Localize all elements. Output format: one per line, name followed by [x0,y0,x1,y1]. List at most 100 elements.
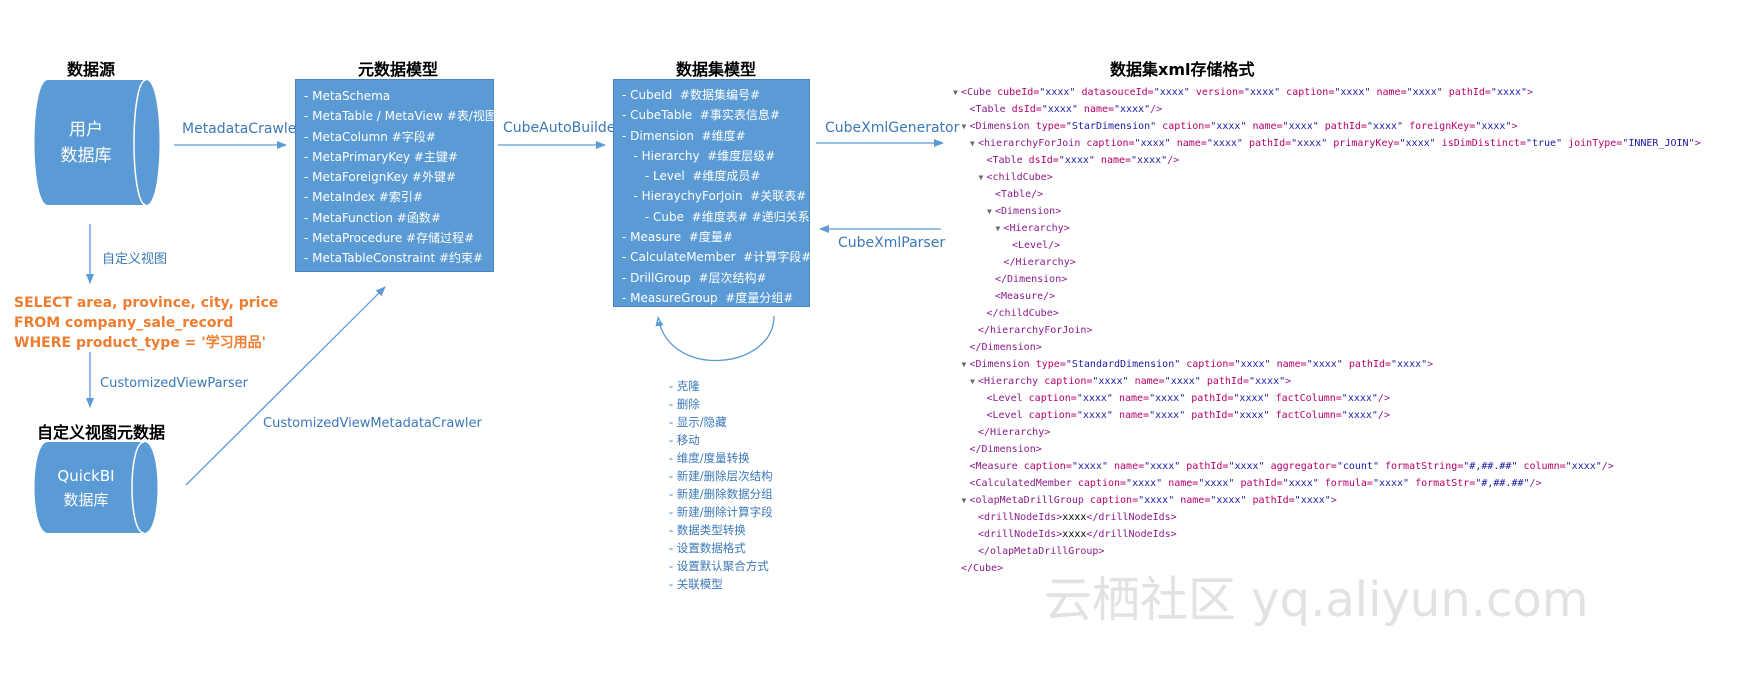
xml-token: <Dimension> [995,206,1062,217]
xml-token: version= [1195,87,1245,98]
meta-model-item: - MetaSchema [304,89,391,103]
xml-token: /> [1601,461,1614,472]
xml-token: caption= [1023,461,1072,472]
xml-token: pathId= [1191,393,1234,404]
xml-token: caption= [1086,138,1135,149]
xml-line: ▼<olapMetaDrillGroup caption="xxxx" name… [953,492,1733,509]
xml-token: name= [1176,138,1207,149]
xml-token: xxxx [1062,529,1087,540]
xml-token: /> [1377,410,1390,421]
expand-triangle-icon[interactable]: ▼ [978,173,984,182]
xml-token: type= [1035,121,1066,132]
xml-code-block: ▼<Cube cubeId="xxxx" datasouceId="xxxx" … [953,84,1733,577]
sql-line-1: SELECT area, province, city, price [14,295,279,311]
xml-line: ▼<Cube cubeId="xxxx" datasouceId="xxxx" … [953,84,1733,101]
xml-token: </Dimension> [995,274,1068,285]
xml-token: "true" [1525,138,1569,149]
xml-line: </Hierarchy> [953,424,1733,441]
xml-token: joinType= [1568,138,1623,149]
xml-token: > [1511,121,1518,132]
xml-token: <olapMetaDrillGroup [969,495,1090,506]
xml-token: column= [1523,461,1566,472]
xml-token: "xxxx" [1210,495,1253,506]
metadata-crawler-label: MetadataCrawler [182,121,303,137]
dataset-model-item: - CubeTable #事实表信息# [622,108,780,123]
xml-token: <Measure/> [995,291,1056,302]
xml-line: <Measure/> [953,288,1733,305]
xml-token: formatStr= [1415,478,1476,489]
cube-auto-builder-label: CubeAutoBuilder [503,120,622,136]
xml-token: "xxxx" [1126,478,1169,489]
xml-token: "xxxx" [1131,155,1168,166]
watermark-text: 云栖社区 yq.aliyun.com [1044,572,1589,628]
user-database-line-1: 用户 [69,120,103,140]
xml-token: name= [1114,461,1145,472]
xml-token: </hierarchyForJoin> [978,325,1093,336]
xml-token: name= [1118,393,1150,404]
xml-token: "xxxx" [1233,410,1276,421]
xml-line: <drillNodeIds>xxxx</drillNodeIds> [953,509,1733,526]
cube-xml-parser-label: CubeXmlParser [838,235,946,251]
user-database-shape [34,79,160,206]
xml-token: "xxxx" [1228,461,1271,472]
meta-model-heading: 元数据模型 [358,60,439,79]
meta-model-item: - MetaProcedure #存储过程# [304,231,475,246]
xml-line: <Measure caption="xxxx" name="xxxx" path… [953,458,1733,475]
xml-token: pathId= [1448,87,1491,98]
meta-model-item: - MetaIndex #索引# [304,190,423,205]
xml-token: caption= [1186,359,1235,370]
xml-token: "xxxx" [1366,121,1410,132]
xml-token: "xxxx" [1291,138,1334,149]
meta-model-list: - MetaSchema - MetaTable / MetaView #表/视… [296,80,507,289]
xml-token: "xxxx" [1294,495,1331,506]
xml-token: pathId= [1252,495,1295,506]
xml-token: <Cube [961,87,998,98]
expand-triangle-icon[interactable]: ▼ [961,496,967,505]
expand-triangle-icon[interactable]: ▼ [961,122,967,131]
dataset-model-item: - Level #维度成员# [622,169,761,184]
xml-token: </Cube> [961,563,1004,574]
meta-model-item: - MetaTable / MetaView #表/视图# [304,109,507,124]
xml-token: pathId= [1206,376,1249,387]
xml-token: name= [1134,376,1165,387]
expand-triangle-icon[interactable]: ▼ [953,88,958,97]
xml-token: <Hierarchy [978,376,1045,387]
xml-token: "xxxx" [1210,121,1253,132]
xml-line: </hierarchyForJoin> [953,322,1733,339]
xml-token: "xxxx" [1039,87,1082,98]
xml-token: "#,##.##" [1463,461,1524,472]
custom-view-label: 自定义视图 [102,252,168,267]
xml-token: "xxxx" [1490,87,1528,98]
xml-token: name= [1180,495,1211,506]
sql-line-2: FROM company_sale_record [14,315,234,331]
dataset-model-item: - ........... [622,311,673,326]
quickbi-database-line-2: 数据库 [63,491,109,509]
operation-item: - 新建/删除层次结构 [669,469,773,483]
xml-token: "xxxx" [1334,87,1377,98]
xml-token: "xxxx" [1233,393,1276,404]
expand-triangle-icon[interactable]: ▼ [995,224,1001,233]
expand-triangle-icon[interactable]: ▼ [970,377,975,386]
xml-token: > [1694,138,1701,149]
xml-token: caption= [1286,87,1335,98]
expand-triangle-icon[interactable]: ▼ [961,360,967,369]
xml-token: "xxxx" [1282,478,1325,489]
dataset-model-item: - Measure #度量# [622,230,733,245]
xml-token: <drillNodeIds> [978,512,1063,523]
expand-triangle-icon[interactable]: ▼ [987,207,992,216]
xml-token: dsId= [1028,155,1059,166]
xml-token: caption= [1028,393,1077,404]
meta-model-item: - MetaColumn #字段# [304,129,436,144]
meta-model-item: - MetaForeignKey #外键# [304,170,457,185]
xml-token: /> [1167,155,1180,166]
operation-item: - 移动 [669,433,700,447]
xml-token: "xxxx" [1149,410,1192,421]
xml-line: ▼<Hierarchy caption="xxxx" name="xxxx" p… [953,373,1733,390]
expand-triangle-icon[interactable]: ▼ [970,139,975,148]
sql-line-3: WHERE product_type = '学习用品' [14,335,266,351]
xml-token: name= [1168,478,1199,489]
xml-token: <Level/> [1012,240,1061,251]
xml-token: factColumn= [1275,410,1342,421]
xml-token: </childCube> [986,308,1059,319]
